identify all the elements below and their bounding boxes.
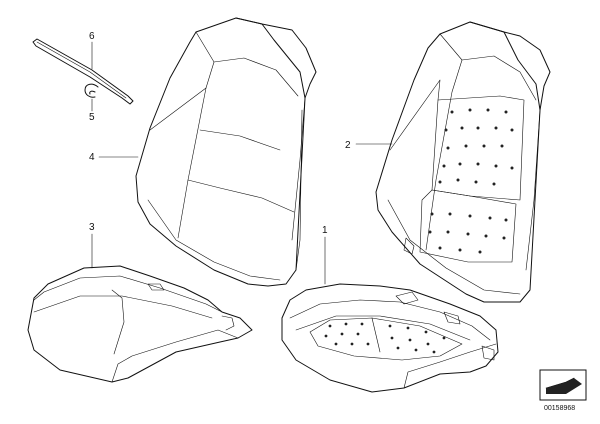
backrest-pad-vent-holes: [428, 108, 514, 254]
vent-hole: [474, 180, 478, 184]
clip-hook-part: [84, 83, 99, 98]
foam-wedge-icon: [539, 369, 587, 401]
vent-hole: [446, 146, 450, 150]
vent-hole: [446, 230, 450, 234]
vent-hole: [510, 128, 514, 132]
vent-hole: [328, 324, 332, 328]
seat-cushion-pad-vent-holes: [324, 322, 446, 354]
vent-hole: [494, 126, 498, 130]
vent-hole: [344, 322, 348, 326]
vent-hole: [494, 164, 498, 168]
svg-text:4: 4: [89, 152, 95, 163]
vent-hole: [458, 248, 462, 252]
vent-hole: [408, 338, 412, 342]
vent-hole: [414, 348, 418, 352]
vent-hole: [356, 332, 360, 336]
vent-hole: [476, 162, 480, 166]
seat-cushion-pad-part: [281, 283, 499, 393]
vent-hole: [500, 144, 504, 148]
svg-text:1: 1: [322, 225, 328, 236]
vent-hole: [334, 342, 338, 346]
vent-hole: [396, 346, 400, 350]
vent-hole: [432, 350, 436, 354]
vent-hole: [488, 216, 492, 220]
vent-hole: [502, 236, 506, 240]
wire-part: [32, 38, 134, 105]
vent-hole: [406, 326, 410, 330]
part-number: 00158968: [544, 405, 575, 412]
vent-hole: [510, 166, 514, 170]
vent-hole: [486, 108, 490, 112]
vent-hole: [484, 234, 488, 238]
vent-hole: [438, 246, 442, 250]
vent-hole: [390, 336, 394, 340]
vent-hole: [350, 342, 354, 346]
callout-1[interactable]: 1: [322, 225, 328, 285]
vent-hole: [360, 322, 364, 326]
vent-hole: [426, 342, 430, 346]
vent-hole: [456, 178, 460, 182]
callout-6[interactable]: 6: [89, 31, 95, 70]
seat-cushion-cover-part: [27, 265, 253, 383]
vent-hole: [464, 144, 468, 148]
callout-2[interactable]: 2: [345, 140, 393, 151]
vent-hole: [388, 324, 392, 328]
vent-hole: [458, 162, 462, 166]
callout-3[interactable]: 3: [89, 222, 95, 269]
vent-hole: [482, 144, 486, 148]
vent-hole: [468, 108, 472, 112]
vent-hole: [468, 214, 472, 218]
backrest-pad-part: [375, 21, 551, 303]
vent-hole: [430, 212, 434, 216]
vent-hole: [324, 334, 328, 338]
svg-text:3: 3: [89, 222, 95, 233]
vent-hole: [466, 232, 470, 236]
vent-hole: [476, 126, 480, 130]
vent-hole: [366, 342, 370, 346]
vent-hole: [478, 250, 482, 254]
vent-hole: [444, 128, 448, 132]
vent-hole: [450, 110, 454, 114]
backrest-cover-part: [135, 17, 317, 287]
vent-hole: [438, 180, 442, 184]
vent-hole: [424, 330, 428, 334]
vent-hole: [448, 212, 452, 216]
vent-hole: [428, 230, 432, 234]
vent-hole: [442, 336, 446, 340]
vent-hole: [442, 164, 446, 168]
vent-hole: [492, 182, 496, 186]
svg-text:2: 2: [345, 140, 351, 151]
vent-hole: [504, 110, 508, 114]
vent-hole: [340, 332, 344, 336]
svg-text:5: 5: [89, 112, 95, 123]
callout-5[interactable]: 5: [89, 98, 95, 123]
vent-hole: [460, 126, 464, 130]
callout-4[interactable]: 4: [89, 152, 139, 163]
svg-text:6: 6: [89, 31, 95, 42]
vent-hole: [504, 218, 508, 222]
